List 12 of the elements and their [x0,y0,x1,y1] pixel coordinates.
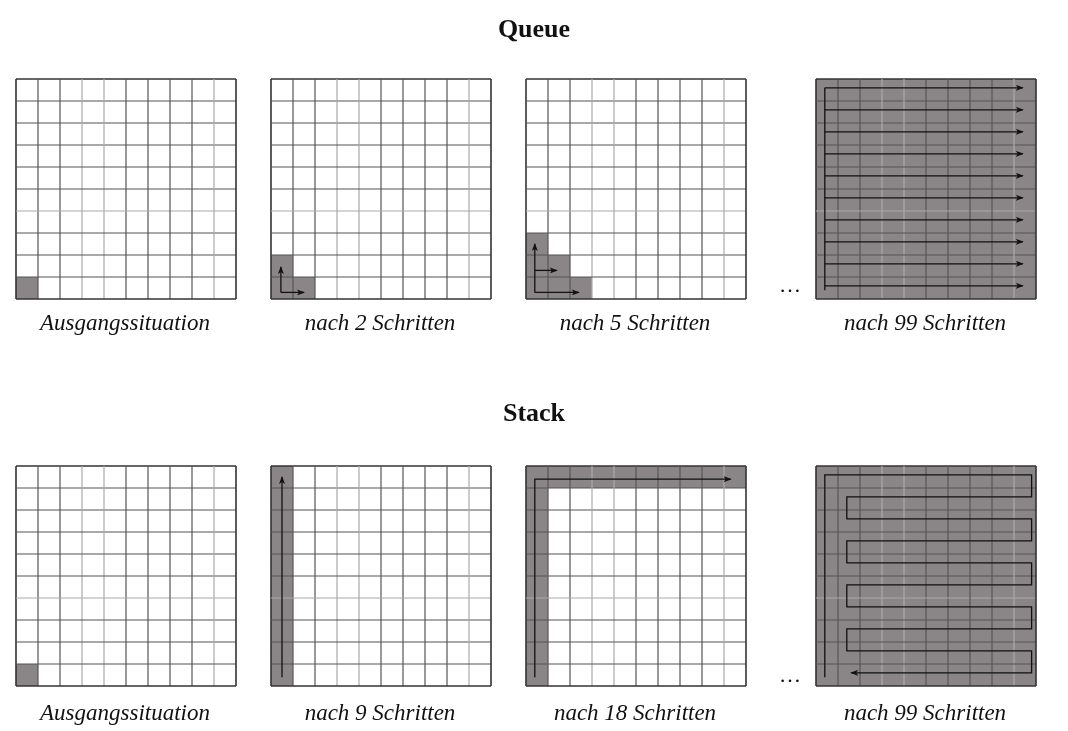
grid-caption: nach 99 Schritten [843,700,1007,726]
grid-caption: nach 2 Schritten [304,310,456,336]
ellipsis: … [779,272,801,298]
grid-caption: Ausgangssituation [40,310,210,336]
grid-caption: nach 99 Schritten [843,310,1007,336]
section-heading: Stack [502,398,566,428]
section-heading: Queue [497,14,571,44]
grid-caption: nach 9 Schritten [304,700,456,726]
grid-caption: nach 5 Schritten [559,310,711,336]
grid-caption: Ausgangssituation [40,700,210,726]
grid-caption: nach 18 Schritten [553,700,717,726]
ellipsis: … [779,662,801,688]
